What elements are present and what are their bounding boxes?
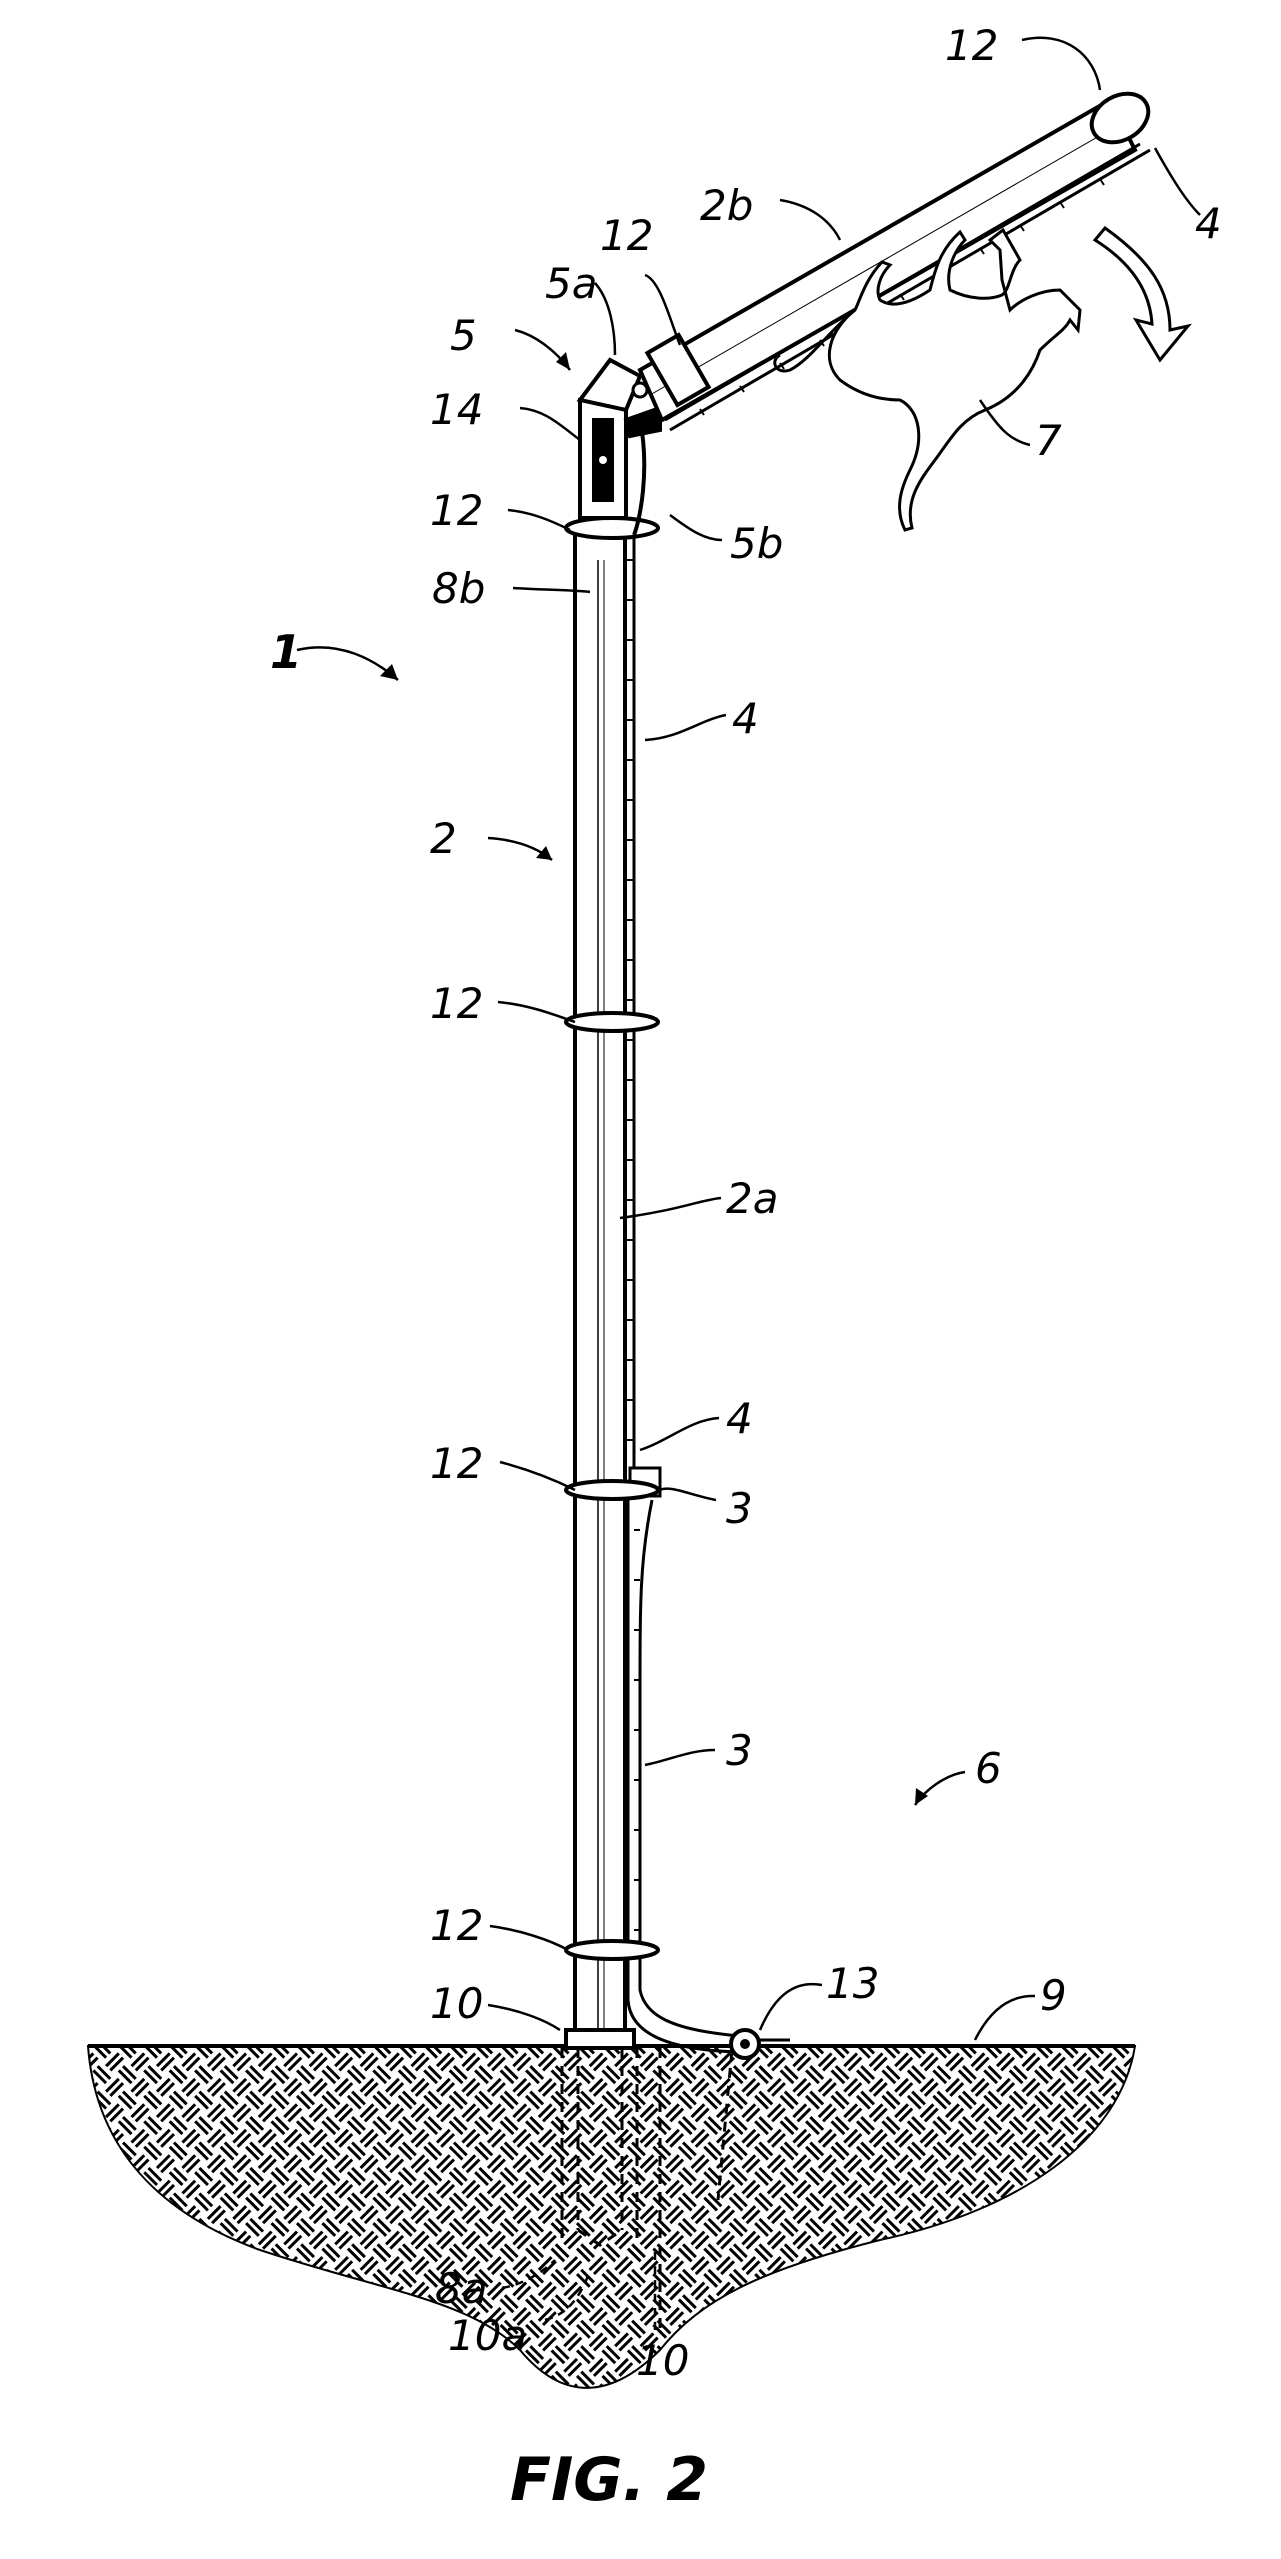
- clamp-ring-upper: [564, 516, 660, 540]
- label-12-mid: 12: [430, 979, 483, 1028]
- inclined-arm: [631, 91, 1151, 423]
- label-10-bottom: 10: [636, 2336, 689, 2385]
- label-12-base: 12: [430, 1901, 483, 1950]
- label-10a: 10a: [448, 2311, 527, 2360]
- label-1: 1: [270, 625, 302, 679]
- leader-arrowhead-2: [536, 846, 552, 860]
- label-12-top: 12: [945, 21, 998, 70]
- downward-motion-arrow: [1092, 225, 1192, 363]
- label-8a: 8a: [435, 2264, 487, 2313]
- label-8b: 8b: [432, 564, 485, 613]
- label-12-upper: 12: [430, 486, 483, 535]
- vertical-pole: [573, 528, 627, 2048]
- base-collar: [564, 2028, 636, 2050]
- leader-arrowhead-1: [380, 664, 398, 680]
- label-7: 7: [1035, 416, 1062, 465]
- label-6: 6: [975, 1744, 1002, 1793]
- figure-caption: FIG. 2: [510, 2445, 708, 2515]
- cat-figure: [773, 227, 1082, 532]
- clamp-ring-low: [564, 1479, 660, 1501]
- label-12-low: 12: [430, 1439, 483, 1488]
- label-2: 2: [430, 814, 457, 863]
- label-13: 13: [826, 1959, 879, 2008]
- arm-end-cap: [1089, 91, 1151, 145]
- clamp-ring-mid: [564, 1011, 660, 1033]
- label-3-upper: 3: [726, 1484, 753, 1533]
- label-5b: 5b: [730, 519, 783, 568]
- anchor-spool: [729, 2028, 761, 2060]
- label-5a: 5a: [545, 259, 597, 308]
- leader-lines: [296, 36, 1201, 2330]
- label-4-top: 4: [1195, 199, 1222, 248]
- climbing-strip-vertical: [623, 535, 636, 1480]
- leader-arrowhead-5: [556, 352, 570, 370]
- leader-arrowhead-6: [915, 1788, 928, 1805]
- label-5: 5: [450, 311, 477, 360]
- clamp-ring-base: [564, 1939, 660, 1961]
- label-2b: 2b: [700, 181, 753, 230]
- reference-labels: 12 4 2b 12 5a 5 14 7 12 5b 8b 1 4 2 12 2…: [270, 21, 1222, 2385]
- label-4-mid: 4: [732, 694, 759, 743]
- pivot-joint: [576, 357, 662, 536]
- label-12-joint: 12: [600, 211, 653, 260]
- conduit-hose: [626, 1466, 790, 2054]
- buried-sleeve: [560, 2048, 734, 2330]
- arm-collar: [644, 332, 712, 408]
- ground-soil: [86, 2044, 1137, 2389]
- label-3-lower: 3: [726, 1726, 753, 1775]
- label-2a: 2a: [726, 1174, 778, 1223]
- clamp-rings: [564, 516, 660, 1961]
- label-9: 9: [1040, 1971, 1067, 2020]
- label-10-top: 10: [430, 1979, 483, 2028]
- label-14: 14: [430, 385, 483, 434]
- label-4-low: 4: [726, 1394, 753, 1443]
